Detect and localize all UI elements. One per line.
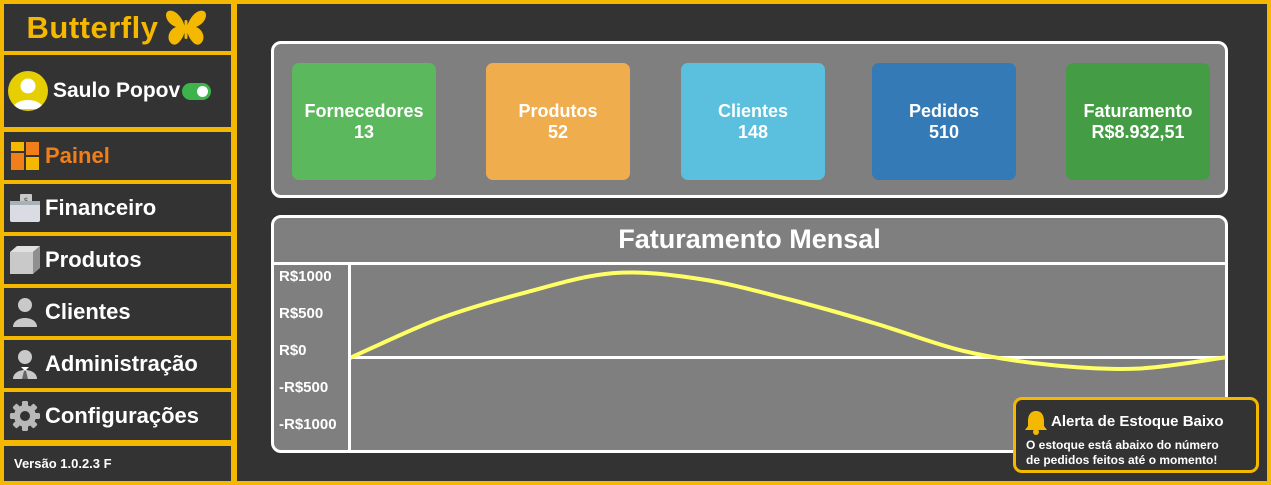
stats-panel: Fornecedores 13 Produtos 52 Clientes 148… xyxy=(271,41,1228,198)
dashboard-icon xyxy=(9,140,41,172)
stat-value: 52 xyxy=(547,121,569,142)
alert-message: O estoque está abaixo do número de pedid… xyxy=(1026,438,1219,468)
alert-title: Alerta de Estoque Baixo xyxy=(1051,413,1224,430)
low-stock-alert[interactable]: Alerta de Estoque Baixo O estoque está a… xyxy=(1013,397,1259,473)
bell-icon xyxy=(1024,409,1048,440)
nav-item-financeiro[interactable]: $ Financeiro xyxy=(4,184,231,232)
nav-item-administracao[interactable]: Administração xyxy=(4,340,231,388)
user-panel[interactable]: Saulo Popov xyxy=(4,55,231,127)
series-line xyxy=(351,270,1225,371)
nav-label: Financeiro xyxy=(45,195,157,220)
user-avatar-icon[interactable] xyxy=(8,71,48,111)
stat-value: 510 xyxy=(928,121,960,142)
main-content: Fornecedores 13 Produtos 52 Clientes 148… xyxy=(237,4,1267,481)
stat-card-produtos[interactable]: Produtos 52 xyxy=(486,63,630,180)
nav-item-painel[interactable]: Painel xyxy=(4,132,231,180)
admin-icon xyxy=(9,348,41,380)
user-name: Saulo Popov xyxy=(53,79,181,102)
nav-item-produtos[interactable]: Produtos xyxy=(4,236,231,284)
stat-value: R$8.932,51 xyxy=(1091,121,1185,142)
stat-label: Fornecedores xyxy=(304,100,424,121)
y-tick-label: R$0 xyxy=(279,342,307,359)
y-tick-label: R$500 xyxy=(279,305,324,322)
brand-name: Butterfly xyxy=(26,9,159,45)
butterfly-icon xyxy=(166,10,207,45)
box-icon xyxy=(9,244,41,276)
brand-header: Butterfly xyxy=(4,4,231,51)
nav-label: Clientes xyxy=(45,299,131,324)
app-version: Versão 1.0.2.3 F xyxy=(4,446,231,481)
stat-card-clientes[interactable]: Clientes 148 xyxy=(681,63,825,180)
stat-label: Pedidos xyxy=(908,100,979,121)
stat-card-fornecedores[interactable]: Fornecedores 13 xyxy=(292,63,436,180)
nav-item-configuracoes[interactable]: Configurações xyxy=(4,392,231,440)
person-icon xyxy=(9,296,41,328)
nav-label: Configurações xyxy=(45,403,200,428)
y-tick-label: -R$1000 xyxy=(279,416,337,433)
gear-icon xyxy=(9,400,41,432)
stat-value: 148 xyxy=(737,121,769,142)
y-axis: R$1000 R$500 R$0 -R$500 -R$1000 xyxy=(274,265,351,450)
stat-card-faturamento[interactable]: Faturamento R$8.932,51 xyxy=(1066,63,1210,180)
stat-value: 13 xyxy=(353,121,375,142)
svg-text:$: $ xyxy=(23,196,28,205)
nav-label: Produtos xyxy=(45,247,142,272)
stat-label: Produtos xyxy=(518,100,598,121)
y-tick-label: -R$500 xyxy=(279,379,329,396)
nav-label: Painel xyxy=(45,143,110,168)
stat-label: Clientes xyxy=(717,100,789,121)
nav-item-clientes[interactable]: Clientes xyxy=(4,288,231,336)
y-tick-label: R$1000 xyxy=(279,268,332,285)
stat-label: Faturamento xyxy=(1083,100,1193,121)
chart-plot-area xyxy=(351,270,1225,371)
wallet-icon: $ xyxy=(9,192,41,224)
nav-label: Administração xyxy=(45,351,198,376)
alert-message-line: O estoque está abaixo do número xyxy=(1026,438,1219,452)
stat-card-pedidos[interactable]: Pedidos 510 xyxy=(872,63,1016,180)
alert-message-line: de pedidos feitos até o momento! xyxy=(1026,453,1218,467)
status-toggle[interactable] xyxy=(182,82,212,100)
chart-title: Faturamento Mensal xyxy=(274,218,1225,265)
